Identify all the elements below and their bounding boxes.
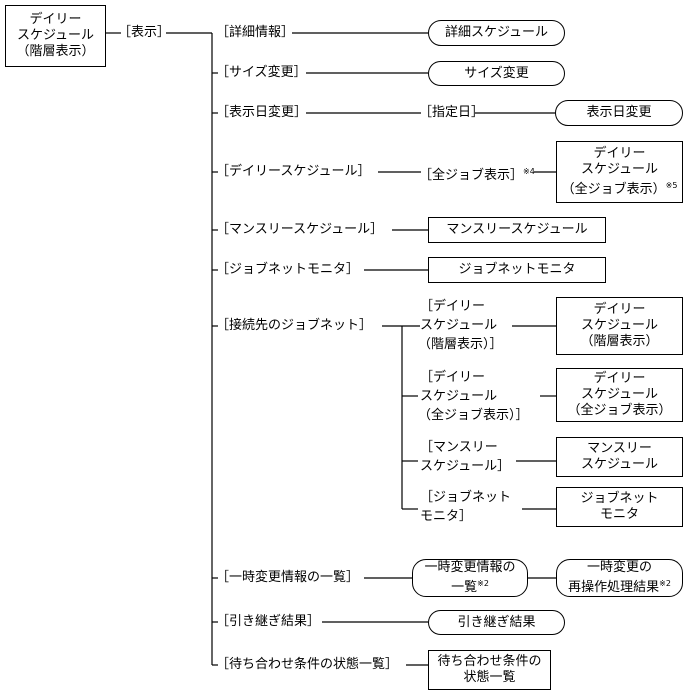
temp-change-list-box: 一時変更情報の 一覧※2 xyxy=(412,559,528,597)
daily-schedule-label: ［デイリースケジュール］ xyxy=(216,164,371,179)
jobnet-monitor-box-text: ジョブネットモニタ xyxy=(458,262,576,277)
connected-sub-daily-hier-label: ［デイリー スケジュール （階層表示）］ xyxy=(418,297,503,354)
takeover-result-box-text: 引き継ぎ結果 xyxy=(457,614,536,630)
temp-change-result-line-2-text: 再操作処理結果 xyxy=(568,580,660,595)
daily-all-jobs-line-3-text: （全ジョブ表示） xyxy=(561,182,666,197)
connected-target-2-line-3: （全ジョブ表示） xyxy=(567,403,672,418)
connected-target-1-line-1: デイリー xyxy=(593,302,646,317)
date-change-label: ［表示日変更］ xyxy=(216,105,308,120)
connected-target-1-line-3: （階層表示） xyxy=(580,334,659,349)
temp-change-result-note: ※2 xyxy=(659,579,671,588)
connected-target-2-line-1: デイリー xyxy=(593,371,646,386)
monthly-schedule-box: マンスリースケジュール xyxy=(428,217,606,243)
connected-monthly-box: マンスリー スケジュール xyxy=(556,437,683,477)
temp-change-list-note: ※2 xyxy=(477,579,489,588)
date-change-box: 表示日変更 xyxy=(555,100,683,126)
connected-target-3-line-1: マンスリー xyxy=(587,441,652,456)
connected-target-3-line-2: スケジュール xyxy=(580,457,659,472)
root-line-1: デイリー xyxy=(29,12,82,27)
temp-change-list-line-2: 一覧※2 xyxy=(451,576,489,596)
connected-target-4-line-1: ジョブネット xyxy=(580,491,659,506)
temp-change-list-line-1: 一時変更情報の xyxy=(424,560,516,575)
connected-sub-1-line-2: スケジュール xyxy=(420,318,498,333)
connected-sub-4-line-1: ［ジョブネット xyxy=(420,490,512,505)
daily-all-jobs-line-3: （全ジョブ表示）※5 xyxy=(562,178,678,198)
all-jobs-label: ［全ジョブ表示］※4 xyxy=(419,164,535,183)
wait-condition-line-1: 待ち合わせ条件の xyxy=(437,654,542,669)
resize-box: サイズ変更 xyxy=(428,61,565,86)
connected-jobnet-label: ［接続先のジョブネット］ xyxy=(216,318,373,333)
connected-sub-4-line-2: モニタ］ xyxy=(420,509,473,524)
connected-target-4-line-2: モニタ xyxy=(599,507,639,522)
daily-all-jobs-note: ※5 xyxy=(665,181,678,190)
connected-monitor-box: ジョブネット モニタ xyxy=(556,487,683,527)
temp-change-result-line-2: 再操作処理結果※2 xyxy=(568,576,671,596)
connected-sub-3-line-1: ［マンスリー xyxy=(420,440,498,455)
temp-change-list-line-2-text: 一覧 xyxy=(451,580,478,595)
jobnet-monitor-label: ［ジョブネットモニタ］ xyxy=(216,262,360,277)
daily-all-jobs-line-2: スケジュール xyxy=(580,162,659,177)
connected-sub-3-line-2: スケジュール］ xyxy=(420,459,511,474)
temp-change-result-box: 一時変更の 再操作処理結果※2 xyxy=(556,559,683,597)
resize-label: ［サイズ変更］ xyxy=(216,65,307,80)
wait-condition-box: 待ち合わせ条件の 状態一覧 xyxy=(428,650,551,690)
connected-daily-all-box: デイリー スケジュール （全ジョブ表示） xyxy=(556,368,683,422)
temp-change-result-line-1: 一時変更の xyxy=(586,560,652,575)
menu-label: ［表示］ xyxy=(118,25,171,40)
connected-sub-1-line-1: ［デイリー xyxy=(420,299,486,314)
resize-box-text: サイズ変更 xyxy=(464,65,529,81)
monthly-schedule-box-text: マンスリースケジュール xyxy=(446,222,588,237)
root-box: デイリー スケジュール （階層表示） xyxy=(5,5,106,67)
daily-all-jobs-box: デイリー スケジュール （全ジョブ表示）※5 xyxy=(556,141,683,203)
all-jobs-text: ［全ジョブ表示］ xyxy=(419,168,524,183)
root-line-2: スケジュール xyxy=(16,28,95,43)
monthly-schedule-label: ［マンスリースケジュール］ xyxy=(216,222,384,237)
takeover-result-label: ［引き継ぎ結果］ xyxy=(216,614,321,629)
date-change-box-text: 表示日変更 xyxy=(586,105,652,120)
connected-sub-monthly-label: ［マンスリー スケジュール］ xyxy=(418,438,510,476)
takeover-result-box: 引き継ぎ結果 xyxy=(428,610,565,635)
connected-sub-monitor-label: ［ジョブネット モニタ］ xyxy=(418,488,511,526)
temp-change-list-label: ［一時変更情報の一覧］ xyxy=(216,570,360,585)
connected-sub-2-line-2: スケジュール xyxy=(420,389,498,404)
connected-daily-hier-box: デイリー スケジュール （階層表示） xyxy=(556,297,683,355)
connected-sub-daily-all-label: ［デイリー スケジュール （全ジョブ表示）］ xyxy=(418,368,529,425)
connected-sub-2-line-1: ［デイリー xyxy=(420,370,486,385)
connected-target-2-line-2: スケジュール xyxy=(580,387,659,402)
detail-schedule-text: 詳細スケジュール xyxy=(444,25,549,40)
jobnet-monitor-box: ジョブネットモニタ xyxy=(428,257,606,283)
specified-date-label: ［指定日］ xyxy=(419,105,485,120)
daily-all-jobs-line-1: デイリー xyxy=(593,146,646,161)
all-jobs-note: ※4 xyxy=(523,167,535,176)
connected-target-1-line-2: スケジュール xyxy=(580,318,659,333)
wait-condition-line-2: 状態一覧 xyxy=(463,670,516,685)
root-line-3: （階層表示） xyxy=(16,44,95,59)
connected-sub-2-line-3: （全ジョブ表示）］ xyxy=(418,408,529,423)
detail-schedule-box: 詳細スケジュール xyxy=(428,20,565,46)
connected-sub-1-line-3: （階層表示）］ xyxy=(418,337,503,352)
detail-label: ［詳細情報］ xyxy=(216,25,295,40)
wait-condition-label: ［待ち合わせ条件の状態一覧］ xyxy=(216,657,399,672)
